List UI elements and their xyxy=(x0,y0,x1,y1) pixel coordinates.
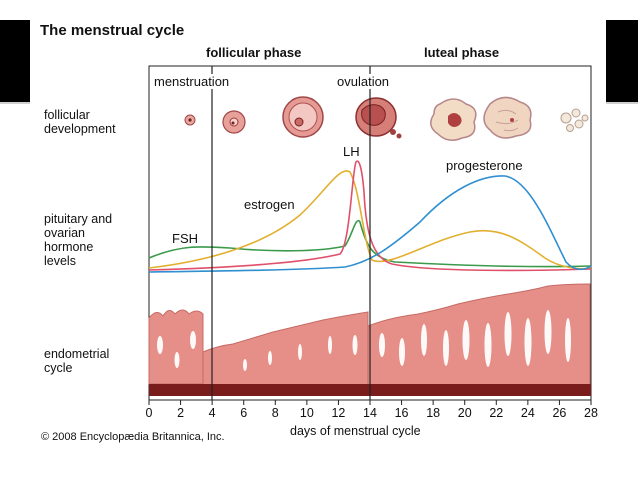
x-tick-label: 14 xyxy=(363,406,377,420)
menstruation-label: menstruation xyxy=(153,74,231,89)
primary-follicle-icon xyxy=(222,110,246,134)
fsh-label: FSH xyxy=(172,231,198,246)
x-tick-label: 18 xyxy=(426,406,440,420)
mature-corpus-luteum-icon xyxy=(483,96,532,139)
x-tick-label: 4 xyxy=(209,406,216,420)
diagram-title: The menstrual cycle xyxy=(40,22,185,39)
x-tick-label: 2 xyxy=(177,406,184,420)
secondary-follicle-icon xyxy=(282,96,324,138)
x-tick-label: 6 xyxy=(240,406,247,420)
x-tick-label: 8 xyxy=(272,406,279,420)
hormone-levels-label: pituitary and ovarian hormone levels xyxy=(44,212,113,268)
ovulation-label: ovulation xyxy=(336,74,391,89)
lh-label: LH xyxy=(343,144,360,159)
follicular-development-label: follicular development xyxy=(44,108,116,136)
x-tick-label: 22 xyxy=(489,406,503,420)
follicular-phase-label: follicular phase xyxy=(206,45,302,60)
corpus-luteum-icon xyxy=(430,98,477,141)
endometrial-cycle-label: endometrial cycle xyxy=(44,347,110,375)
follicle-row xyxy=(184,96,589,141)
x-tick-label: 24 xyxy=(521,406,535,420)
luteal-phase-label: luteal phase xyxy=(424,45,500,60)
fsh-curve xyxy=(148,219,592,268)
x-tick-label: 12 xyxy=(331,406,345,420)
lh-curve xyxy=(148,160,592,272)
x-tick-label: 0 xyxy=(146,406,153,420)
estrogen-curve xyxy=(148,170,592,270)
x-axis-title: days of menstrual cycle xyxy=(290,424,421,438)
copyright-credit: © 2008 Encyclopædia Britannica, Inc. xyxy=(41,431,225,443)
x-tick-label: 26 xyxy=(552,406,566,420)
x-tick-label: 28 xyxy=(584,406,598,420)
x-tick-label: 20 xyxy=(458,406,472,420)
estrogen-label: estrogen xyxy=(244,197,295,212)
ovulating-follicle-icon xyxy=(355,97,402,139)
progesterone-curve xyxy=(148,175,592,273)
progesterone-label: progesterone xyxy=(446,158,523,173)
corpus-albicans-icon xyxy=(560,108,589,132)
endometrium-graphic xyxy=(148,283,591,396)
hormone-curves xyxy=(148,160,592,273)
x-tick-label: 10 xyxy=(300,406,314,420)
primordial-follicle-icon xyxy=(184,114,196,126)
x-tick-label: 16 xyxy=(395,406,409,420)
